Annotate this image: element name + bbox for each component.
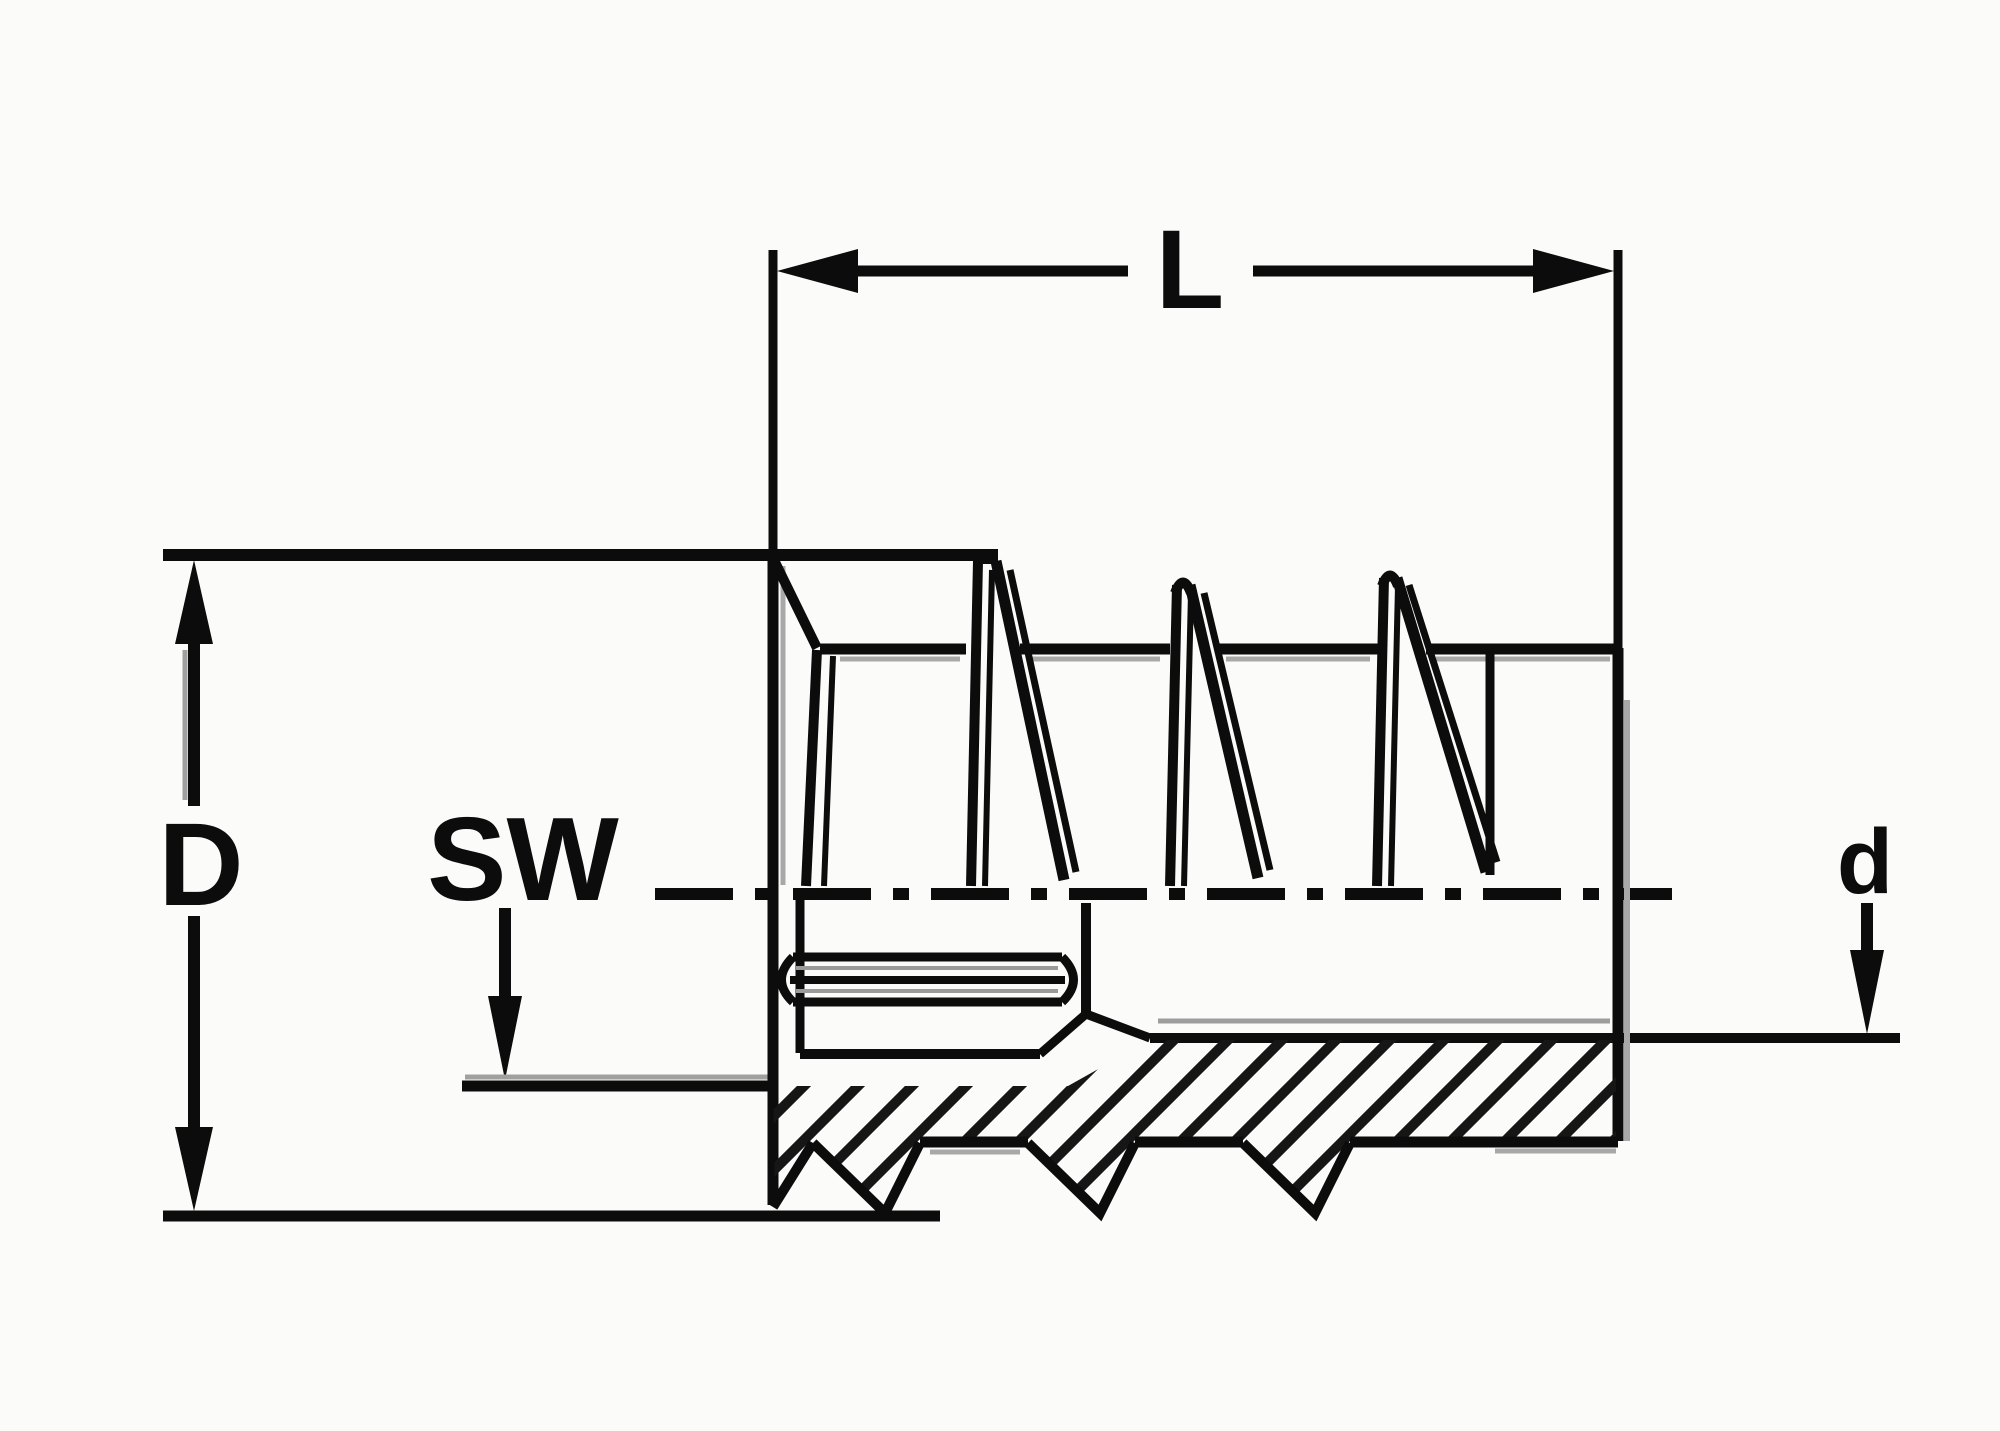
dim-l-arrowhead-left-icon: [777, 249, 858, 293]
dimension-D: [163, 549, 998, 1222]
dim-d-arrowhead-down-icon: [175, 1127, 213, 1211]
dim-l-label: L: [1156, 207, 1224, 332]
dim-di-label: d: [1837, 811, 1893, 913]
insert-body-upper: [767, 554, 1630, 1205]
flight0-flank: [801, 649, 822, 887]
top-chamfer: [768, 555, 822, 651]
thread-root-line: [820, 643, 1618, 662]
dimension-L: [768, 249, 1623, 650]
dim-d-arrowhead-up-icon: [175, 560, 213, 644]
flight0-flank-double: [821, 655, 836, 887]
dim-sw-arrowhead-icon: [488, 996, 522, 1080]
thread-tooth-3: [1372, 570, 1501, 887]
hex-socket-section: [777, 900, 1152, 1059]
thread-tooth-2: [1165, 577, 1274, 887]
dim-d-label: D: [158, 799, 243, 931]
dim-sw-label: SW: [427, 793, 619, 926]
hex-socket-flat-detail: [777, 952, 1078, 1007]
thread-tooth-1: [966, 554, 1080, 887]
dim-di-arrowhead-icon: [1850, 950, 1884, 1034]
insert-body-lower: [768, 900, 1618, 1222]
bottom-chamfer: [768, 1140, 818, 1210]
dimension-SW: [462, 908, 775, 1092]
dim-l-arrowhead-right-icon: [1533, 249, 1614, 293]
dimension-d-inner: [1150, 903, 1900, 1043]
bottom-thread-profile: [768, 1136, 1618, 1222]
